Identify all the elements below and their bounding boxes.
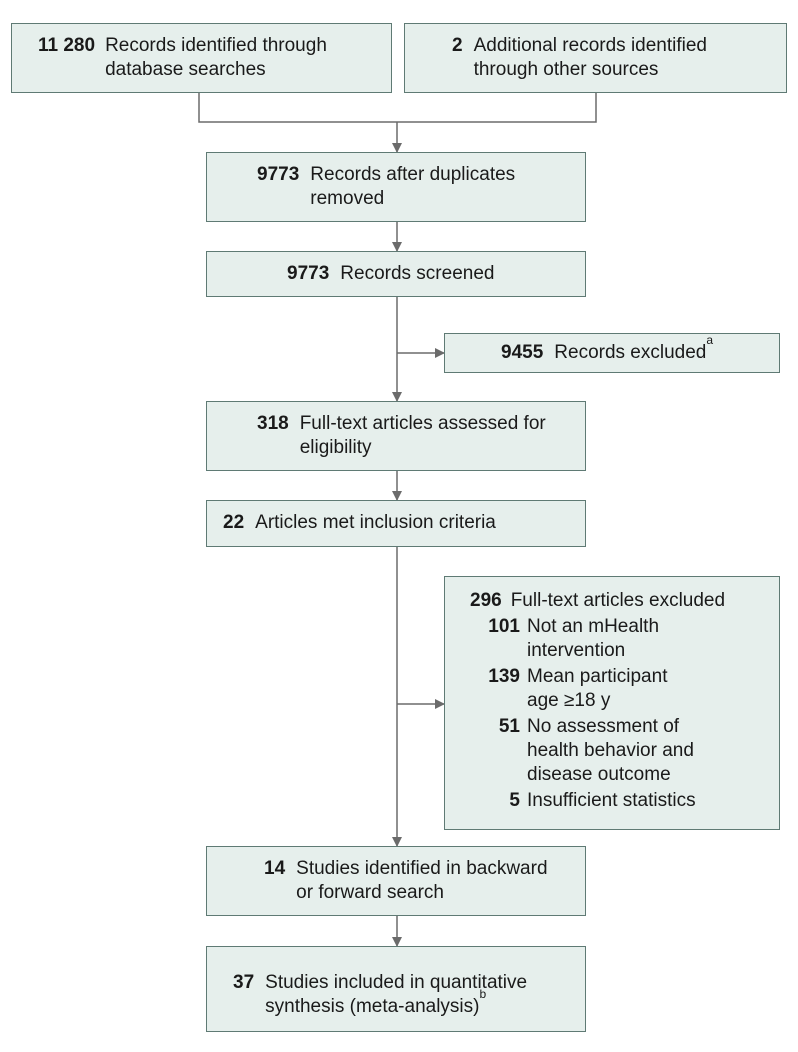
box-met-criteria: 22 Articles met inclusion criteria (206, 500, 586, 547)
count-identified-database: 11 280 (38, 35, 96, 56)
box-identified-database: 11 280 Records identified through databa… (11, 23, 392, 93)
label-met-criteria: Articles met inclusion criteria (255, 512, 496, 533)
count-backward-forward: 14 (264, 858, 286, 879)
count-after-duplicates: 9773 (257, 164, 300, 185)
exclusion-reason: 5 Insufficient statistics (509, 790, 696, 811)
label-identified-other: Additional records identified through ot… (473, 35, 707, 80)
box-records-excluded: 9455 Records excludeda (444, 333, 780, 373)
count-met-criteria: 22 (223, 512, 245, 533)
footnote-b: b (479, 986, 487, 1001)
label-fulltext-excluded: Full-text articles excluded (510, 590, 726, 611)
box-identified-other: 2 Additional records identified through … (404, 23, 787, 93)
count-fulltext-excluded: 296 (470, 590, 502, 611)
box-included: 37 Studies included in quantitative synt… (206, 946, 586, 1032)
merge-connector (198, 93, 597, 123)
count-assessed: 318 (257, 413, 289, 434)
box-backward-forward: 14 Studies identified in backward or for… (206, 846, 586, 916)
count-screened: 9773 (287, 263, 330, 284)
label-after-duplicates: Records after duplicates removed (310, 164, 516, 209)
box-after-duplicates: 9773 Records after duplicates removed (206, 152, 586, 222)
exclusion-reason: 101 Not an mHealth intervention (488, 616, 660, 661)
exclusion-reason: 51 No assessment of health behavior and … (498, 716, 694, 785)
count-records-excluded: 9455 (501, 342, 544, 363)
label-screened: Records screened (340, 263, 495, 284)
footnote-a: a (706, 332, 714, 347)
box-screened: 9773 Records screened (206, 251, 586, 297)
label-identified-database: Records identified through database sear… (105, 35, 327, 80)
label-assessed: Full-text articles assessed for eligibil… (299, 413, 546, 458)
count-included: 37 (233, 972, 255, 993)
exclusion-reason: 139 Mean participant age ≥18 y (488, 666, 668, 711)
count-identified-other: 2 (452, 35, 463, 56)
label-included: Studies included in quantitative synthes… (265, 972, 528, 1017)
box-fulltext-excluded: 296 Full-text articles excluded 101 Not … (444, 576, 780, 830)
label-records-excluded: Records excludeda (554, 332, 714, 363)
label-backward-forward: Studies identified in backward or forwar… (296, 858, 548, 903)
box-assessed: 318 Full-text articles assessed for elig… (206, 401, 586, 471)
